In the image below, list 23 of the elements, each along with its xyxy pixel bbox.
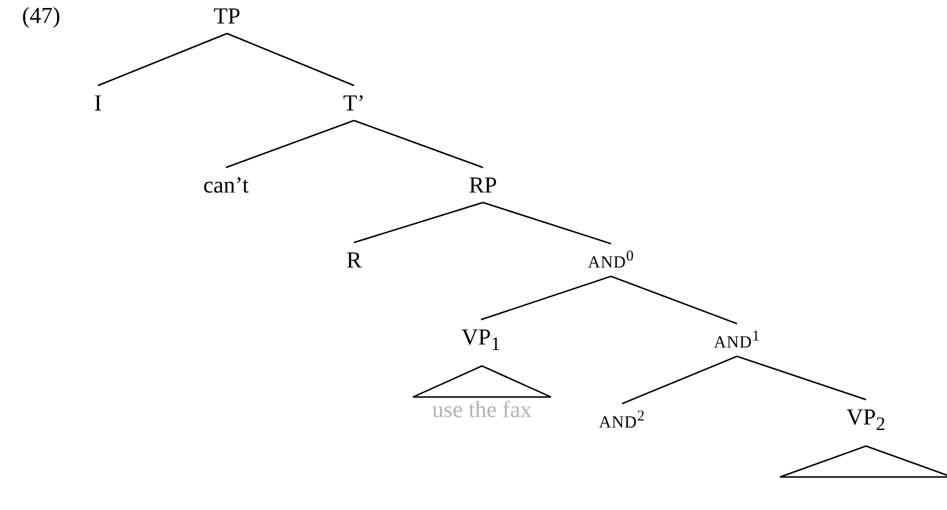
category-label: VP$_{1}$ [462, 326, 500, 354]
category-label: AND$^{1}$ [714, 330, 760, 350]
category-label: VP$_{2}$ [846, 406, 886, 434]
tree-branch [98, 32, 228, 86]
tree-branch [226, 120, 354, 168]
tree-branch [622, 356, 738, 404]
example-number: (47) [22, 3, 60, 29]
tree-branch [226, 32, 354, 86]
category-label: TP [214, 4, 240, 28]
tree-branch [482, 202, 612, 244]
tree-branch [354, 202, 484, 244]
tree-branch [480, 276, 612, 320]
category-label: AND$^{0}$ [588, 250, 634, 270]
terminal-phrase: use the fax [431, 398, 533, 421]
tree-branch [736, 356, 866, 400]
category-label: I [94, 92, 102, 114]
tree-branch [354, 120, 484, 168]
tree-branch [610, 276, 738, 324]
category-label: RP [468, 174, 498, 196]
category-label: AND$^{2}$ [598, 410, 646, 430]
category-label: T’ [343, 92, 365, 114]
word-label: can’t [203, 174, 249, 196]
category-label: R [346, 248, 362, 272]
